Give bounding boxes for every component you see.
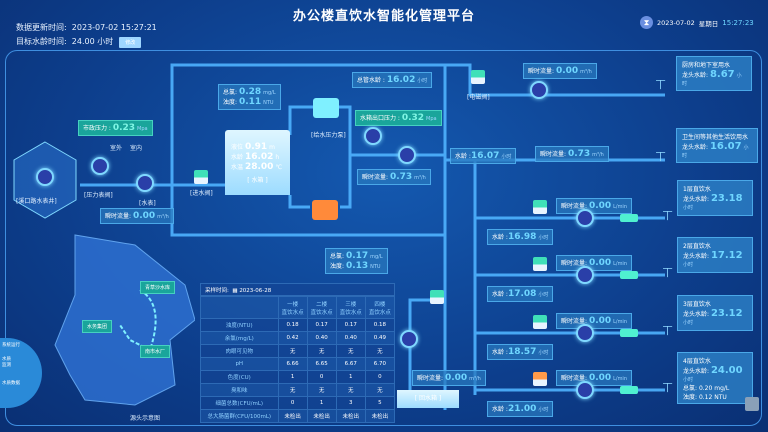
floor-pipe-age: 水龄 :18.57 小时 [487, 344, 554, 360]
floor-valve-icon[interactable] [533, 315, 547, 329]
floor-valve-icon[interactable] [533, 372, 547, 386]
filter-icon [620, 214, 638, 222]
return-tank[interactable]: [ 回水箱 ] [397, 390, 459, 408]
pressure-pump-icon[interactable] [313, 98, 339, 118]
meter-well-label: [溪口路水表井] [16, 198, 57, 205]
floor-flow: 瞬时流量: 0.00 L/min [556, 313, 632, 329]
return-flow: 瞬时流量: 0.00 m³/h [412, 370, 486, 386]
floor-info: 3层直饮水龙头水龄: 23.12 小时 [677, 295, 753, 331]
meter-icon [36, 168, 54, 186]
faucet-icon: ⊤ [655, 150, 667, 165]
map-label[interactable]: 水务集团 [82, 320, 113, 333]
total-age: 总管水龄 : 16.02 小时 [352, 72, 433, 88]
toilet-pipe-age: 水龄 :16.07 小时 [450, 148, 517, 164]
table-row: 总大肠菌群(CFU/100mL)未检出未检出未检出未检出 [200, 409, 396, 423]
kitchen-meter-icon[interactable] [530, 81, 548, 99]
hourglass-icon: ⧗ [640, 16, 653, 29]
outdoor-label: 室外 [110, 145, 123, 152]
widget-button[interactable] [745, 397, 759, 411]
toilet-info: 卫生间等其他生活饮用水龙头水龄: 16.07 小时 [676, 128, 758, 163]
inlet-flow: 瞬时流量: 0.00 m³/h [100, 208, 174, 224]
return-meter-icon[interactable] [400, 330, 418, 348]
pump-label: [给水压力泵] [311, 132, 346, 139]
toilet-flow: 瞬时流量: 0.73 m³/h [535, 146, 609, 162]
water-meter-label: [水表] [139, 200, 156, 207]
table-row: 肉眼可见物无无无无 [200, 344, 396, 358]
floor-flow: 瞬时流量: 0.00 L/min [556, 255, 632, 271]
floor-valve-icon[interactable] [533, 257, 547, 271]
map-label[interactable]: 南市水厂 [140, 345, 171, 358]
map-title: 源头示意图 [130, 415, 161, 422]
faucet-icon: ⊤ [662, 266, 674, 281]
source-map[interactable] [45, 225, 195, 410]
floor-meter-icon[interactable] [576, 209, 594, 227]
outlet-pressure: 水箱出口压力 : 0.32 Mpa [355, 110, 442, 126]
faucet-icon: ⊤ [662, 381, 674, 396]
water-meter-icon[interactable] [136, 174, 154, 192]
solenoid-valve-label: [电磁阀] [467, 94, 490, 101]
pressure-gauge-icon[interactable] [91, 157, 109, 175]
floor-pipe-age: 水龄 :21.00 小时 [487, 401, 554, 417]
outlet-meter-icon[interactable] [398, 146, 416, 164]
floor-flow: 瞬时流量: 0.00 L/min [556, 198, 632, 214]
kitchen-info: 厨房和地下室用水龙头水龄: 8.67 小时 [676, 56, 752, 91]
outlet-quality: 总氯: 0.17 mg/L 浊度: 0.13 NTU [325, 248, 388, 274]
faucet-icon: ⊤ [662, 324, 674, 339]
page-title: 办公楼直饮水智能化管理平台 [292, 9, 475, 24]
floor-valve-icon[interactable] [533, 200, 547, 214]
city-pressure: 市政压力 : 0.23 Mpa [78, 120, 153, 136]
pressure-valve-label: [压力表阀] [84, 192, 113, 199]
outlet-gauge-icon[interactable] [364, 127, 382, 145]
water-quality-table: 采样时间: ▦ 2023-06-28 一楼 直饮水点二楼 直饮水点三楼 直饮水点… [200, 283, 396, 423]
floor-meter-icon[interactable] [576, 381, 594, 399]
backup-pump-icon[interactable] [312, 200, 338, 220]
water-tank[interactable]: 液位 0.91 m 水龄 16.02 h 水温 28.00 ℃ [ 水箱 ] [225, 130, 290, 195]
inlet-valve-icon[interactable] [194, 170, 208, 184]
filter-icon [620, 329, 638, 337]
faucet-icon: ⊤ [662, 209, 674, 224]
floor-info: 1层直饮水龙头水龄: 23.18 小时 [677, 180, 753, 216]
floor-pipe-age: 水龄 :17.08 小时 [487, 286, 554, 302]
return-valve-icon[interactable] [430, 290, 444, 304]
target-age: 目标水龄时间: 24.00 小时修改 [16, 36, 142, 48]
sample-date: 采样时间: ▦ 2023-06-28 [200, 283, 395, 296]
filter-icon [620, 271, 638, 279]
inlet-valve-label: [进水阀] [190, 190, 213, 197]
floor-meter-icon[interactable] [576, 266, 594, 284]
floor-meter-icon[interactable] [576, 324, 594, 342]
table-header: 一楼 直饮水点二楼 直饮水点三楼 直饮水点四楼 直饮水点 [200, 296, 396, 319]
map-label[interactable]: 青草沙水库 [140, 281, 176, 294]
table-row: 臭和味无无无无 [200, 383, 396, 397]
floor-flow: 瞬时流量: 0.00 L/min [556, 370, 632, 386]
indoor-label: 室内 [130, 145, 143, 152]
floor-info: 2层直饮水龙头水龄: 17.12 小时 [677, 237, 753, 273]
floor-pipe-age: 水龄 :16.98 小时 [487, 229, 554, 245]
kitchen-flow: 瞬时流量: 0.00 m³/h [523, 63, 597, 79]
update-time: 数据更新时间: 2023-07-02 15:27:21 [16, 23, 157, 32]
tank-quality: 总氯: 0.28 mg/L 浊度: 0.11 NTU [218, 84, 281, 110]
filter-icon [620, 386, 638, 394]
main-frame [5, 50, 762, 426]
solenoid-valve-icon[interactable] [471, 70, 485, 84]
faucet-icon: ⊤ [655, 78, 667, 93]
set-target-button[interactable]: 修改 [119, 37, 142, 48]
outlet-flow: 瞬时流量: 0.73 m³/h [357, 169, 431, 185]
